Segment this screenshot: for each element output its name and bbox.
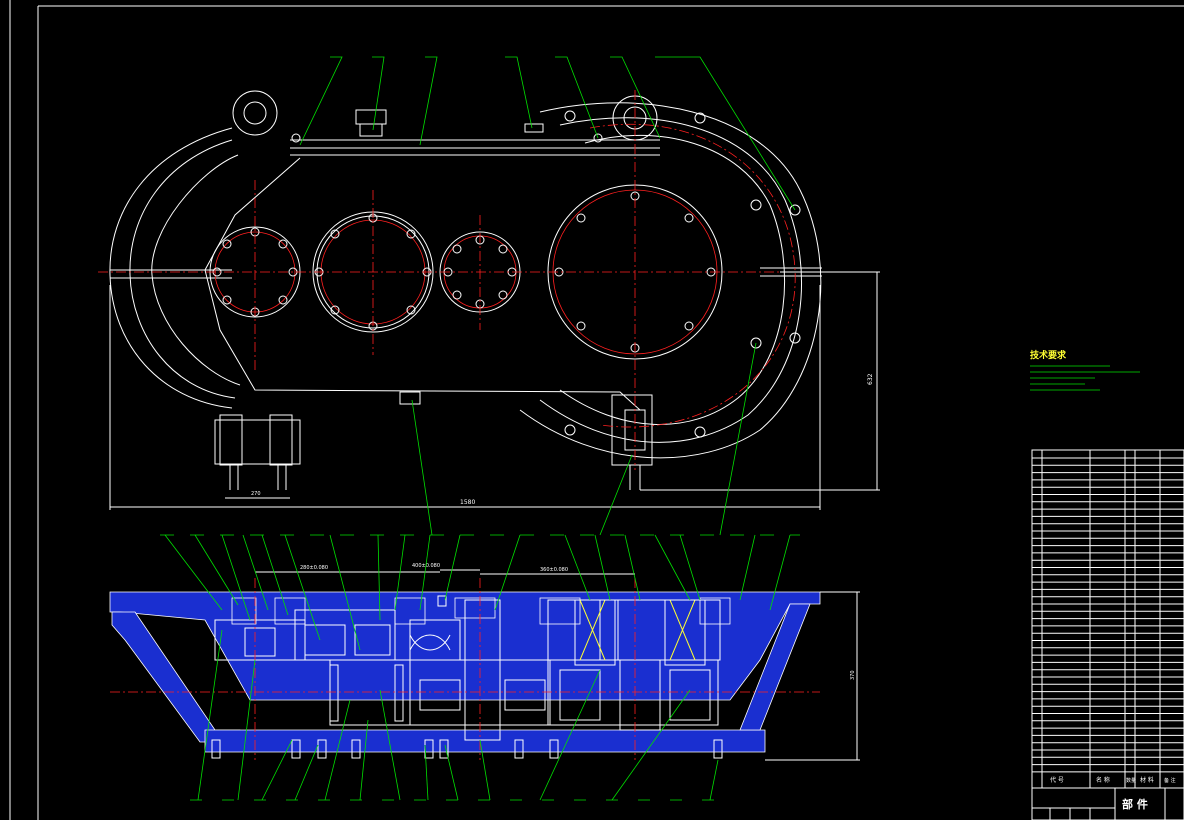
parts-list-rows xyxy=(1032,457,1184,773)
front-view-leaders xyxy=(299,56,796,536)
front-view xyxy=(98,90,880,510)
dim-foot: 270 xyxy=(251,491,261,497)
table-header-name: 名 称 xyxy=(1096,776,1110,784)
section-view-leaders xyxy=(160,534,800,801)
dim-plan-height: 370 xyxy=(850,670,856,680)
tech-requirements-title: 技术要求 xyxy=(1030,349,1067,361)
bolt-holes xyxy=(212,110,801,438)
dim-center-3: 360±0.080 xyxy=(540,567,568,573)
section-view xyxy=(109,569,860,761)
title-block-name: 部 件 xyxy=(1122,797,1148,811)
drawing-frame xyxy=(9,0,1184,820)
title-block xyxy=(1031,787,1184,820)
dim-width: 1580 xyxy=(460,499,475,506)
dim-center-1: 280±0.080 xyxy=(300,565,328,571)
table-header-qty: 数量 xyxy=(1126,777,1136,784)
tech-requirements-lines xyxy=(1030,365,1140,391)
dim-height: 632 xyxy=(867,373,874,385)
table-header-code: 代 号 xyxy=(1050,776,1064,784)
table-header-note: 备 注 xyxy=(1164,777,1176,784)
table-header-material: 材 料 xyxy=(1140,776,1154,784)
